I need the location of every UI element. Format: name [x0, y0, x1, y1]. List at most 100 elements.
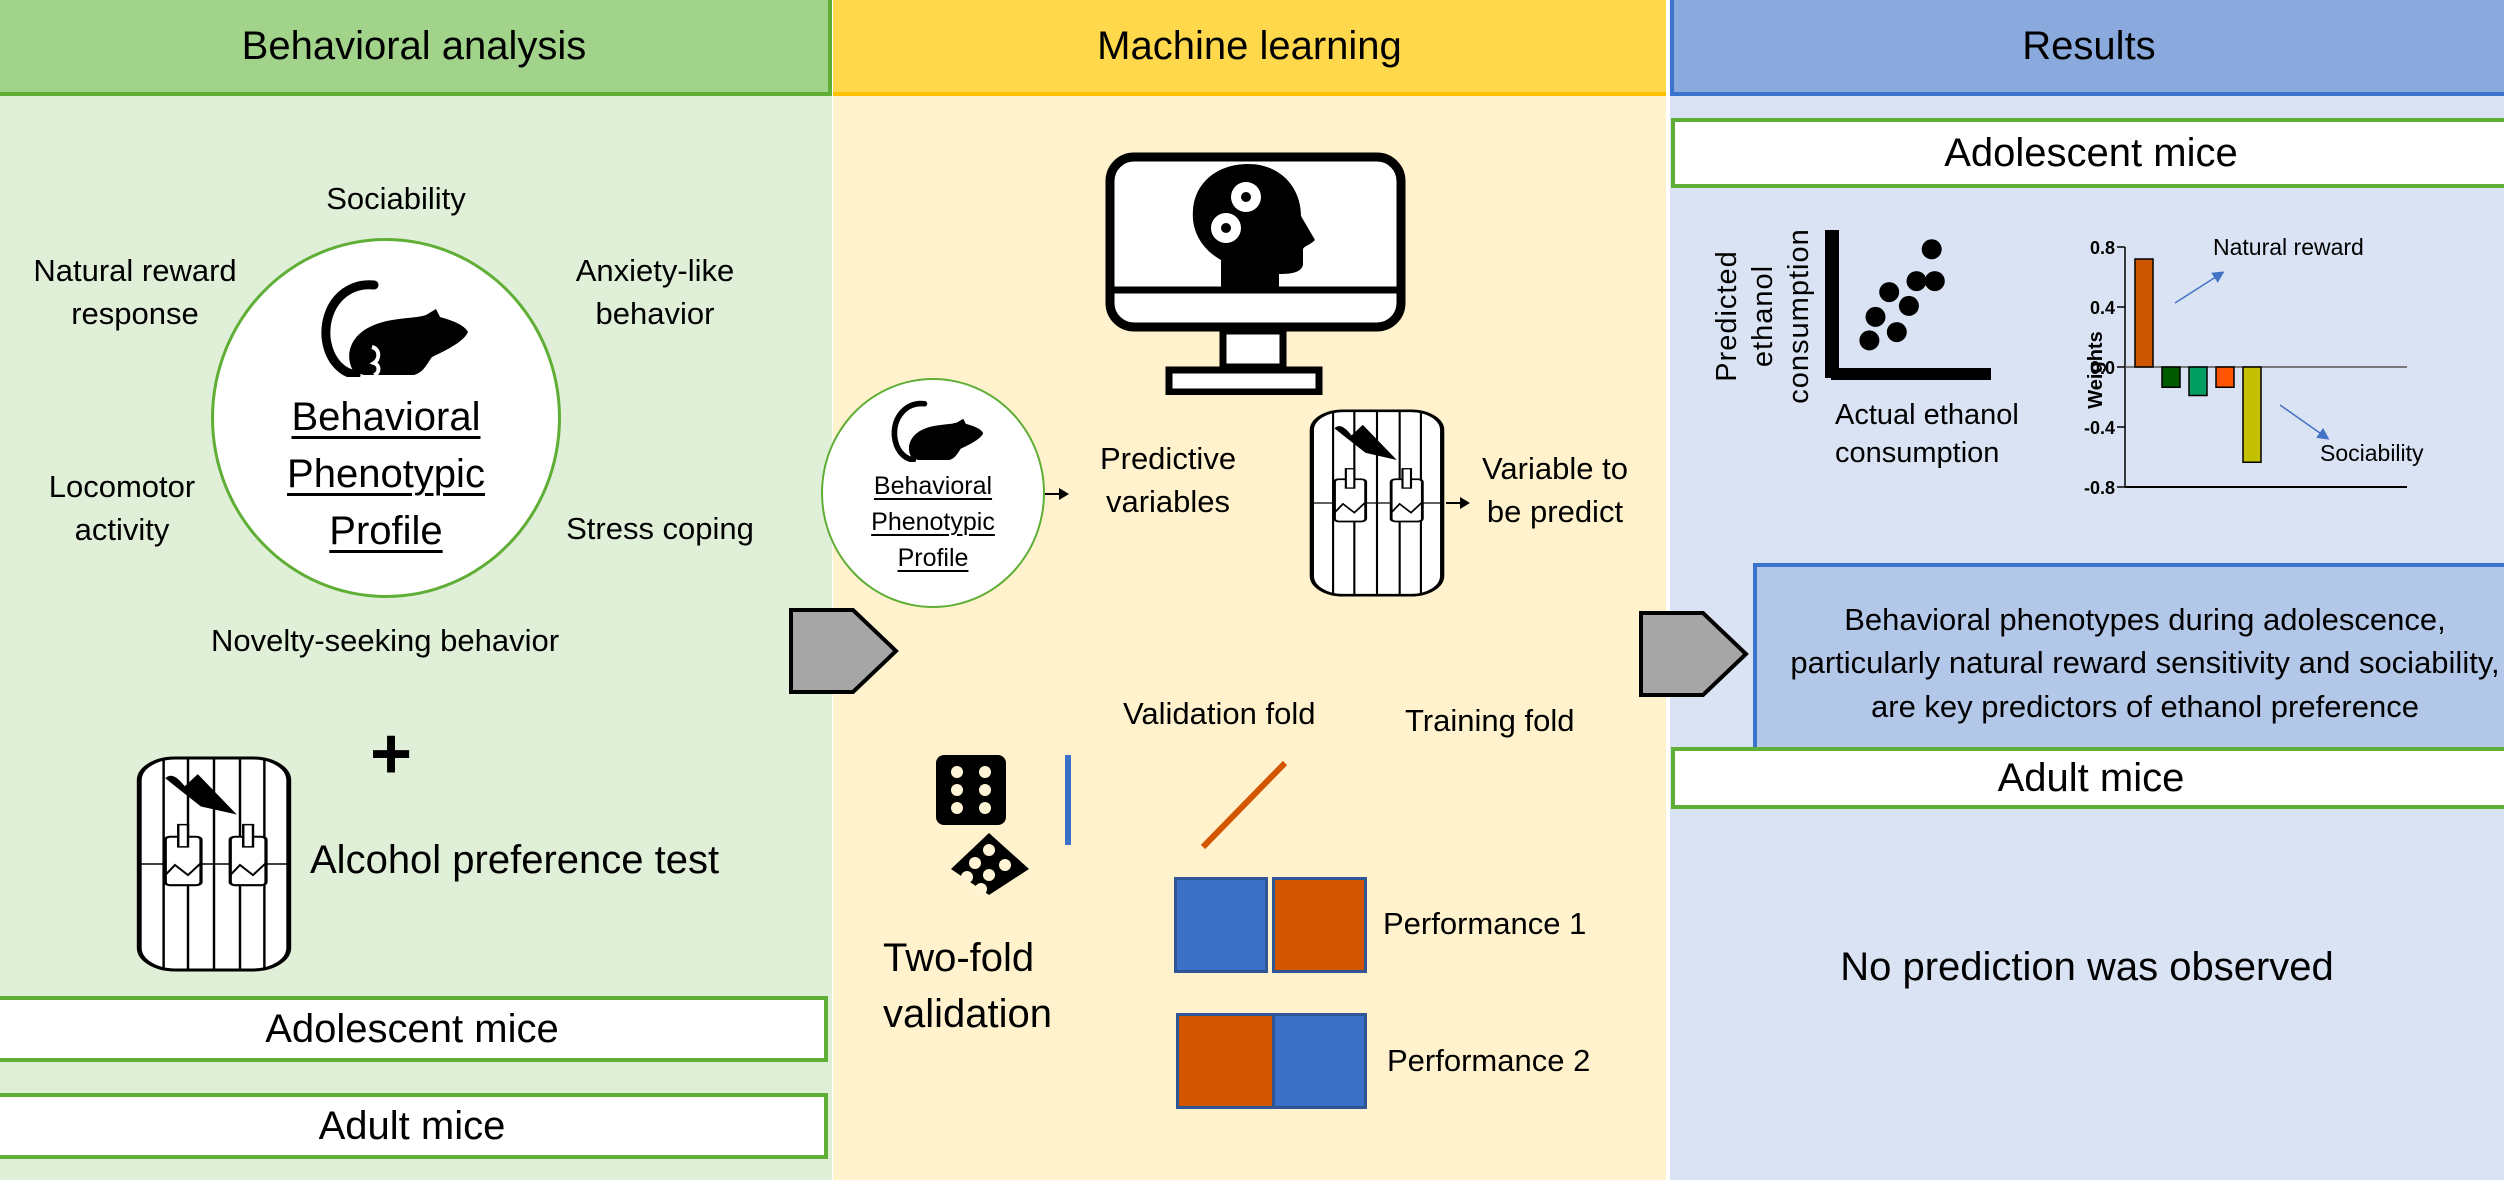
bar-3 — [2215, 366, 2235, 388]
small-profile-line2: Phenotypic — [871, 508, 995, 536]
scatter-point — [1898, 295, 1919, 316]
trait-anxiety-line2: behavior — [595, 295, 715, 331]
mouse-icon-small — [891, 400, 984, 462]
scatter-point — [1906, 271, 1927, 292]
machine-learning-header: Machine learning — [833, 0, 1666, 96]
small-profile-title: Behavioral Phenotypic Profile — [823, 468, 1043, 576]
scatter-x-axis — [1831, 368, 1991, 380]
scatter-y-axis — [1825, 230, 1839, 378]
trait-anxiety-line1: Anxiety-like — [575, 253, 735, 288]
step-arrow-1 — [789, 608, 899, 694]
small-profile-line1: Behavioral — [873, 472, 993, 500]
bar-tick-label: 0.0 — [2090, 358, 2115, 378]
arrow-right-icon — [1045, 488, 1069, 500]
predictive-line2: variables — [1105, 483, 1231, 519]
behavioral-analysis-header: Behavioral analysis — [0, 0, 832, 96]
profile-title-line2: Phenotypic — [287, 452, 485, 496]
trait-novelty-seeking: Novelty-seeking behavior — [210, 623, 560, 658]
profile-title-line1: Behavioral — [291, 395, 481, 439]
fold2-validation — [1272, 1013, 1367, 1109]
results-adolescent-box: Adolescent mice — [1671, 118, 2504, 188]
results-adult-box: Adult mice — [1671, 747, 2504, 809]
trait-stress-coping: Stress coping — [566, 511, 754, 546]
small-profile-circle: Behavioral Phenotypic Profile — [821, 378, 1045, 608]
bar-0 — [2134, 258, 2154, 368]
fold1-training — [1272, 877, 1367, 973]
scatter-point — [1879, 282, 1900, 303]
two-bottle-cage-icon — [136, 756, 292, 972]
profile-title: Behavioral Phenotypic Profile — [214, 389, 558, 560]
trait-locomotor: Locomotor activity — [49, 466, 195, 552]
scatter-xlabel-line1: Actual ethanol — [1835, 399, 2019, 431]
scatter-point — [1921, 239, 1942, 260]
scatter-point — [1859, 330, 1880, 351]
natural-reward-pointer — [2174, 271, 2225, 304]
step-arrow-2 — [1639, 611, 1749, 697]
bar-tick-label: -0.4 — [2084, 418, 2115, 438]
bar-tick-label: 0.4 — [2090, 298, 2115, 318]
scatter-plot — [1825, 230, 1991, 380]
plus-sign: + — [370, 714, 413, 794]
mouse-icon — [321, 280, 468, 377]
computer-ai-icon — [1105, 152, 1406, 395]
natural-reward-annotation: Natural reward — [2213, 234, 2364, 260]
machine-learning-panel: Machine learning Behavioral Phenotypic P… — [821, 0, 1666, 1180]
twofold-line1: Two-fold — [883, 936, 1035, 980]
bar-tick-label: -0.8 — [2084, 478, 2115, 498]
predictive-variables-label: Predictive variables — [1100, 438, 1236, 524]
trait-natural-reward-line2: response — [71, 295, 199, 331]
trait-anxiety: Anxiety-like behavior — [576, 250, 735, 336]
scatter-ylabel-line2: ethanol — [1747, 264, 1779, 368]
two-fold-validation-label: Two-fold validation — [883, 930, 1052, 1042]
trait-sociability: Sociability — [326, 181, 466, 216]
performance-1-label: Performance 1 — [1383, 906, 1587, 941]
predictive-line1: Predictive — [1099, 441, 1237, 476]
target-line1: Variable to — [1482, 451, 1628, 486]
target-line2: be predict — [1486, 493, 1624, 529]
scatter-ylabel-line3: consumption — [1783, 228, 1815, 404]
conclusion-box: Behavioral phenotypes during adolescence… — [1753, 563, 2504, 763]
bar-4 — [2242, 366, 2262, 463]
scatter-xlabel: Actual ethanol consumption — [1835, 396, 2019, 472]
arrow-right-icon-2 — [1446, 497, 1470, 509]
bar-1 — [2161, 366, 2181, 388]
scatter-ylabel-line1: Predicted — [1711, 250, 1743, 382]
scatter-point — [1865, 306, 1886, 327]
alcohol-preference-test-label: Alcohol preference test — [310, 838, 720, 882]
behavioral-profile-circle: Behavioral Phenotypic Profile — [211, 238, 561, 598]
small-profile-line3: Profile — [897, 544, 969, 572]
twofold-line2: validation — [883, 992, 1053, 1036]
variable-to-predict-label: Variable to be predict — [1482, 448, 1628, 534]
gear-icon — [1211, 182, 1261, 243]
results-header: Results — [1670, 0, 2504, 96]
results-panel: Results Adolescent mice Predicted ethano… — [1670, 0, 2504, 1180]
behavioral-analysis-panel: Behavioral analysis Sociability Natural … — [0, 0, 832, 1180]
trait-natural-reward: Natural reward response — [33, 250, 236, 336]
dice-icon — [936, 755, 1029, 895]
fold-pointer-lines — [1065, 755, 1288, 850]
scatter-point — [1924, 271, 1945, 292]
fold2-training — [1176, 1013, 1272, 1109]
training-pointer-line — [1200, 760, 1288, 850]
sociability-pointer — [2279, 404, 2330, 440]
trait-natural-reward-line1: Natural reward — [33, 253, 237, 288]
weights-bar-chart: Weights 0.8 0.4 0.0 -0.4 -0.8 Natural reward… — [2084, 234, 2424, 498]
sociability-annotation: Sociability — [2320, 440, 2424, 466]
validation-fold-label: Validation fold — [1123, 696, 1316, 731]
training-fold-label: Training fold — [1405, 703, 1575, 738]
trait-locomotor-line1: Locomotor — [48, 469, 196, 504]
scatter-point — [1886, 322, 1907, 343]
bar-2 — [2188, 366, 2208, 397]
scatter-xlabel-line2: consumption — [1835, 437, 2000, 469]
two-bottle-cage-icon-small — [1309, 409, 1445, 597]
bar-ylabel: Weights — [2085, 331, 2107, 408]
scatter-ylabel: Predicted ethanol consumption — [1703, 226, 1823, 406]
bar-tick-label: 0.8 — [2090, 238, 2115, 258]
fold1-validation — [1174, 877, 1268, 973]
adult-mice-box: Adult mice — [0, 1093, 828, 1159]
adult-result-text: No prediction was observed — [1840, 945, 2334, 989]
profile-title-line3: Profile — [329, 509, 443, 553]
adolescent-mice-box: Adolescent mice — [0, 996, 828, 1062]
performance-2-label: Performance 2 — [1387, 1043, 1591, 1078]
trait-locomotor-line2: activity — [74, 511, 170, 547]
